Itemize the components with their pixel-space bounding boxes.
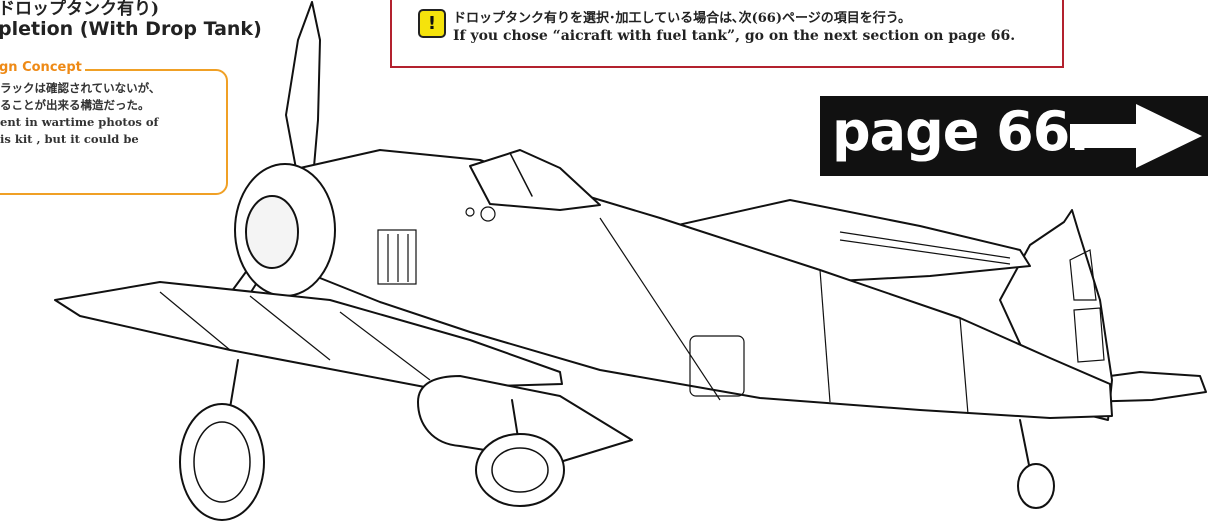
concept-line: ラックは確認されていないが、 xyxy=(0,81,161,95)
concept-line: is kit , but it could be xyxy=(0,132,139,146)
next-page-button[interactable]: page 66. xyxy=(820,96,1208,176)
design-concept-box xyxy=(0,69,228,195)
section-title-en: pletion (With Drop Tank) xyxy=(0,18,262,40)
note-text-en: If you chose “aicraft with fuel tank”, g… xyxy=(453,28,1016,44)
page-label: page 66. xyxy=(832,100,1090,163)
concept-line: ることが出来る構造だった。 xyxy=(0,98,150,112)
concept-line: ent in wartime photos of xyxy=(0,115,159,129)
design-concept-title: gn Concept xyxy=(0,60,85,75)
arrow-right-icon xyxy=(1070,104,1202,168)
note-box xyxy=(390,0,1064,68)
note-text-jp: ドロップタンク有りを選択･加工している場合は､次(66)ページの項目を行う。 xyxy=(453,11,911,26)
section-title-jp: ドロップタンク有り) xyxy=(0,0,160,19)
design-concept-text: ラックは確認されていないが、 ることが出来る構造だった。 ent in wart… xyxy=(0,80,222,148)
exclamation-icon: ! xyxy=(418,9,446,38)
